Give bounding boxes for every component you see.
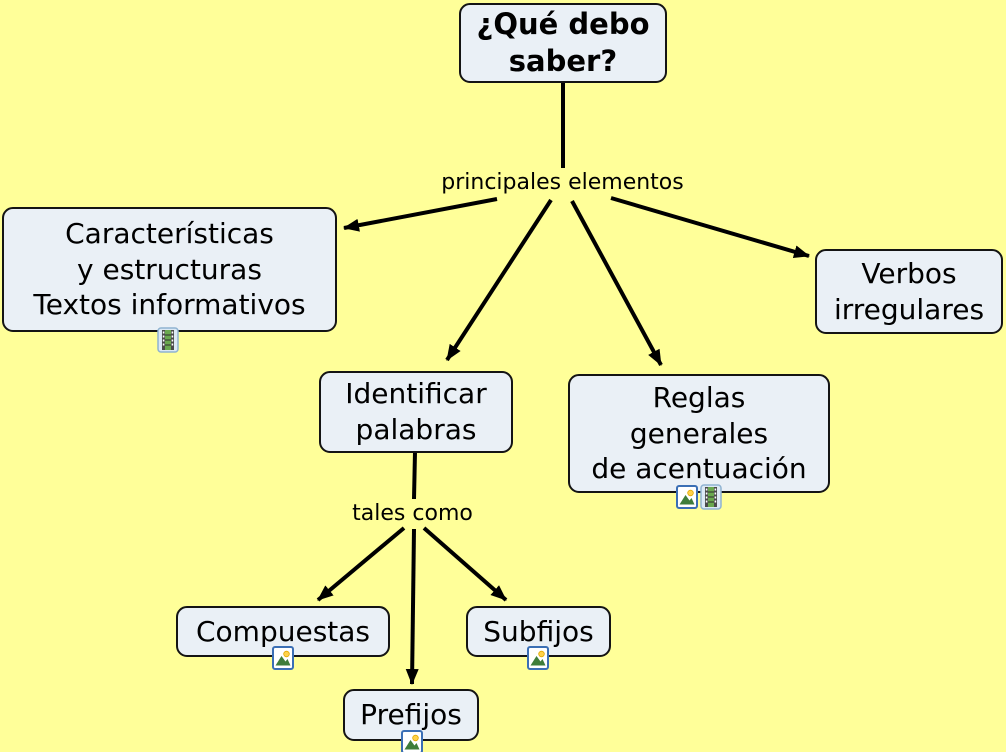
image-resource-icon[interactable] xyxy=(527,645,549,671)
linking-phrase-principales-elementos[interactable]: principales elementos xyxy=(441,170,684,195)
edge-tales-subfijos xyxy=(422,526,508,602)
node-prefijos[interactable]: Prefijos xyxy=(343,689,479,741)
node-que-debo-saber[interactable]: ¿Qué debo saber? xyxy=(459,3,667,83)
image-resource-icon[interactable] xyxy=(676,484,698,510)
edge-principales-reglas xyxy=(570,200,663,366)
subfijos-attachments xyxy=(527,645,549,671)
node-reglas-acentuacion[interactable]: Reglas generales de acentuación xyxy=(568,374,830,493)
film-resource-icon[interactable] xyxy=(157,327,179,353)
image-resource-icon[interactable] xyxy=(272,645,294,671)
node-identificar-palabras[interactable]: Identificar palabras xyxy=(319,371,513,453)
node-subfijos-label: Subfijos xyxy=(483,614,594,648)
linking-phrase-tales-como[interactable]: tales como xyxy=(352,501,473,526)
node-compuestas-label: Compuestas xyxy=(195,614,370,648)
node-prefijos-label: Prefijos xyxy=(360,698,462,732)
node-reglas-label: Reglas generales de acentuación xyxy=(591,380,807,486)
node-que-debo-saber-label: ¿Qué debo saber? xyxy=(476,6,650,78)
edge-identificar-tales xyxy=(412,451,417,500)
image-resource-icon[interactable] xyxy=(401,729,423,752)
edge-principales-caracteristicas xyxy=(343,197,498,232)
prefijos-attachments xyxy=(401,729,423,752)
edge-principales-verbos xyxy=(610,196,810,259)
edge-tales-prefijos xyxy=(405,528,419,685)
node-verbos-label: Verbos irregulares xyxy=(833,256,985,326)
reglas-attachments xyxy=(676,484,722,510)
film-resource-icon[interactable] xyxy=(700,484,722,510)
caracteristicas-attachments xyxy=(157,327,179,353)
node-identificar-label: Identificar palabras xyxy=(345,377,487,446)
edge-tales-compuestas xyxy=(316,526,406,602)
compuestas-attachments xyxy=(272,645,294,671)
node-caracteristicas-label: Características y estructuras Textos inf… xyxy=(33,216,306,322)
edge-principales-identificar xyxy=(445,198,553,362)
node-verbos-irregulares[interactable]: Verbos irregulares xyxy=(815,249,1003,334)
node-caracteristicas-textos-informativos[interactable]: Características y estructuras Textos inf… xyxy=(2,207,337,332)
